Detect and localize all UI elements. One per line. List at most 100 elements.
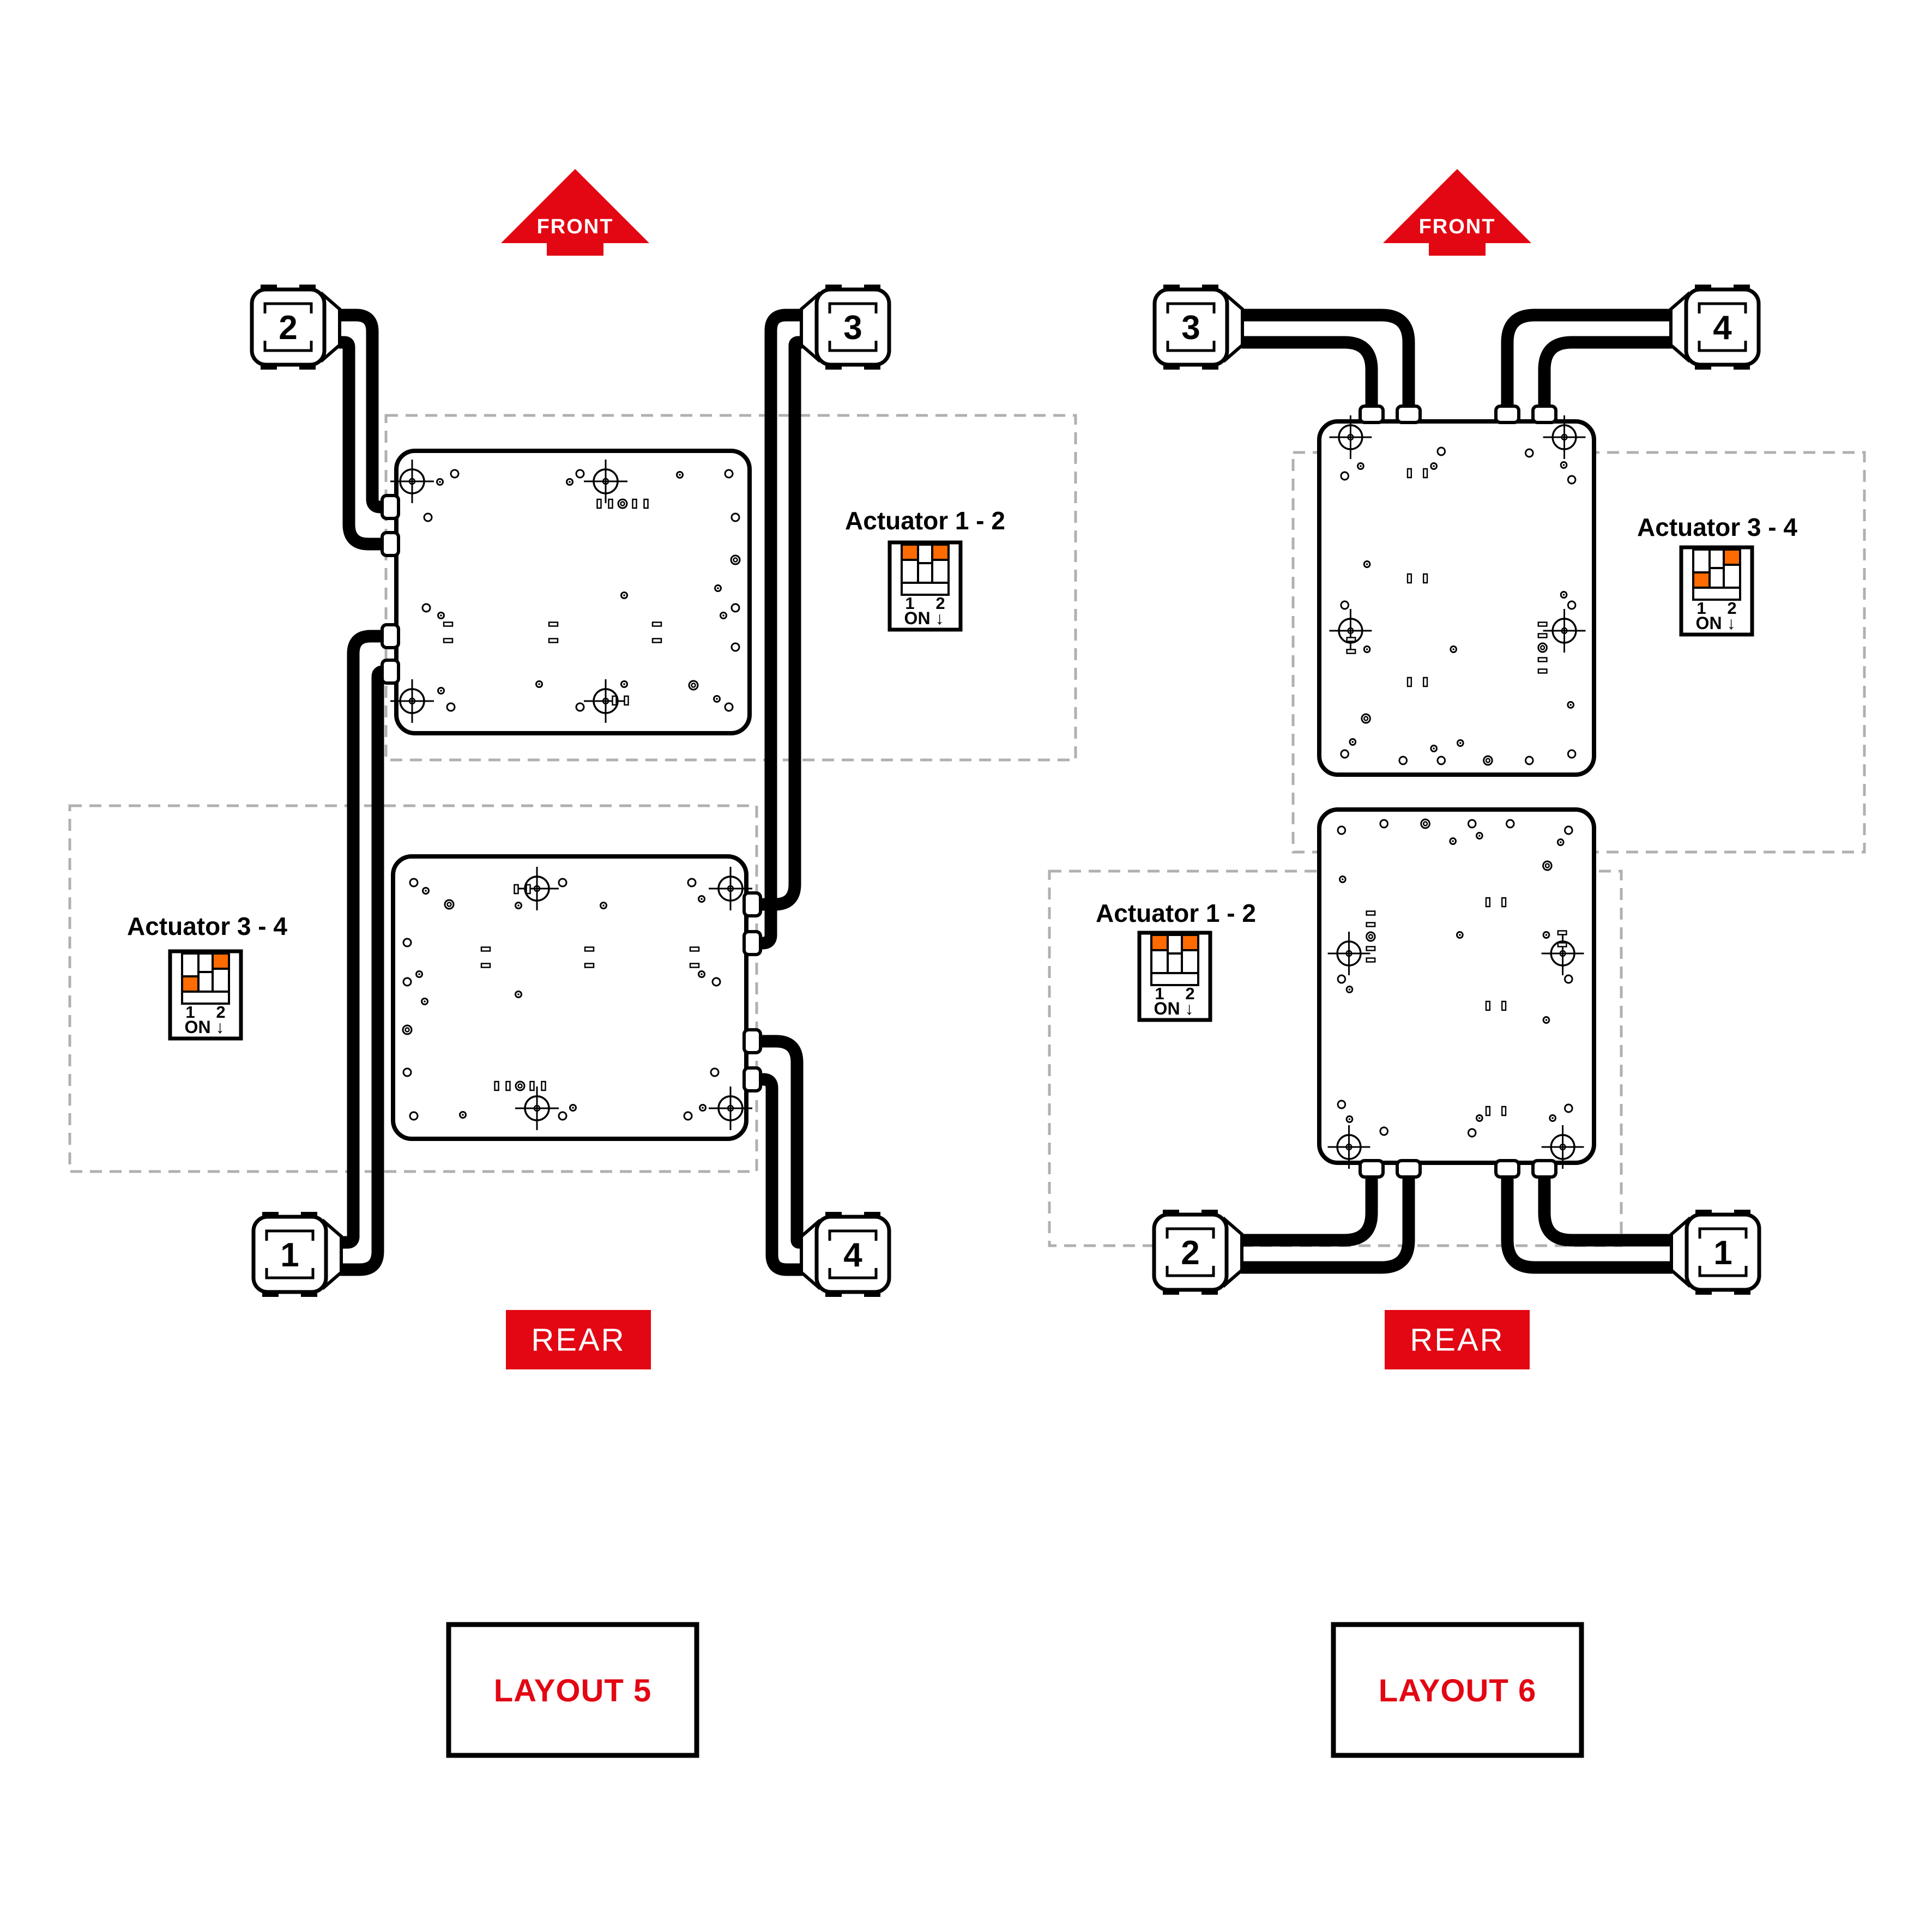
actuator-cable [748,1073,808,1276]
crosshair-mark [1543,609,1586,653]
front-label: FRONT [1419,215,1496,238]
actuator-group-label: Actuator 3 - 4 [1637,513,1797,541]
slot [1422,573,1428,584]
slot [1366,946,1376,951]
actuator-connector-box: 2 [250,285,341,370]
front-direction-arrow: FRONT [1383,169,1531,256]
actuator-cable [1538,1162,1678,1247]
actuator-cable [333,309,395,514]
actuator-cable [748,309,808,950]
hole [1567,749,1577,759]
dip-slider-1-up [1150,934,1169,951]
hole-ring [617,498,628,509]
front-label: FRONT [537,215,614,238]
device-drill-pattern [390,460,741,723]
actuator-connector-label: 2 [1181,1234,1199,1272]
slot [1501,1106,1507,1116]
slot [1366,910,1376,916]
hole [423,512,433,522]
slot [1537,668,1548,674]
hole [421,603,431,613]
actuator-cable [1236,309,1415,421]
crosshair-mark [515,867,559,910]
actuator-controller-device [391,854,752,1141]
slot [1346,637,1356,642]
actuator-cable [1235,1162,1378,1247]
hole [575,469,585,479]
device-cable-port-tab [381,531,400,557]
crosshair-mark [1329,415,1372,459]
hole [1436,446,1446,456]
hole [558,878,567,887]
slot [651,638,662,643]
slot [1485,1000,1491,1011]
hole [558,1111,567,1121]
slot [689,946,700,952]
hole [402,1067,412,1077]
device-drill-pattern [402,867,752,1130]
device-cable-port-tab [742,1028,762,1054]
hole [409,878,419,887]
slot [632,498,637,509]
actuator-cable [1538,336,1677,421]
slot [596,498,602,509]
device-cable-port-tab [742,930,762,956]
actuator-connector-label: 2 [279,309,297,347]
device-cable-port-tab [1494,404,1520,424]
crosshair-mark [584,679,627,723]
dip-setting-region [384,414,1077,762]
actuator-connector-label: 1 [1713,1234,1732,1272]
slot [643,498,649,509]
slot [1406,573,1412,584]
crosshair-mark [584,460,627,503]
slot [1422,677,1428,687]
slot [1501,897,1507,908]
layout-title: LAYOUT 5 [494,1673,651,1708]
dip-on-label: ON ↓ [185,1017,225,1037]
slot [1366,957,1376,963]
slot [480,946,491,952]
hole [1379,1126,1388,1136]
hole-ring [1483,755,1493,766]
hole [1467,1128,1477,1138]
device-cable-port-tab [381,494,400,520]
latch-bracket [1698,302,1747,313]
hole-ring [1537,642,1548,653]
latch-bracket [1166,1266,1215,1277]
layout-title-box: LAYOUT 6 [1331,1622,1584,1758]
actuator-connector-box: 4 [800,1212,891,1297]
slot [529,1080,535,1091]
dip-slider-2-up [1723,548,1741,566]
hole [1340,471,1349,481]
dip-on-label: ON ↓ [904,608,944,628]
latch-bracket [828,1268,878,1279]
hole-ring [1366,931,1376,942]
hole [1337,825,1347,835]
up-arrow-icon [501,169,649,256]
hole [450,469,460,479]
slot [1406,677,1412,687]
slot [505,1080,511,1091]
hole [1525,448,1534,458]
slot [1346,649,1356,654]
device-cable-port-tab [381,659,400,685]
hole-ring [444,899,455,910]
hole [402,977,412,987]
device-cable-port-tab [1531,1159,1557,1179]
hole [683,1111,693,1121]
actuator-connector-label: 4 [843,1236,862,1274]
dip-pin-label: 1 [185,1003,195,1022]
latch-bracket [828,302,878,313]
latch-bracket [1698,341,1747,352]
crosshair-mark [390,460,434,503]
actuator-group-label: Actuator 1 - 2 [845,506,1005,535]
hole [1337,1100,1347,1109]
actuator-connector-label: 4 [1713,309,1732,347]
device-cable-port-tab [1531,404,1557,424]
actuator-controller-device [390,449,752,735]
